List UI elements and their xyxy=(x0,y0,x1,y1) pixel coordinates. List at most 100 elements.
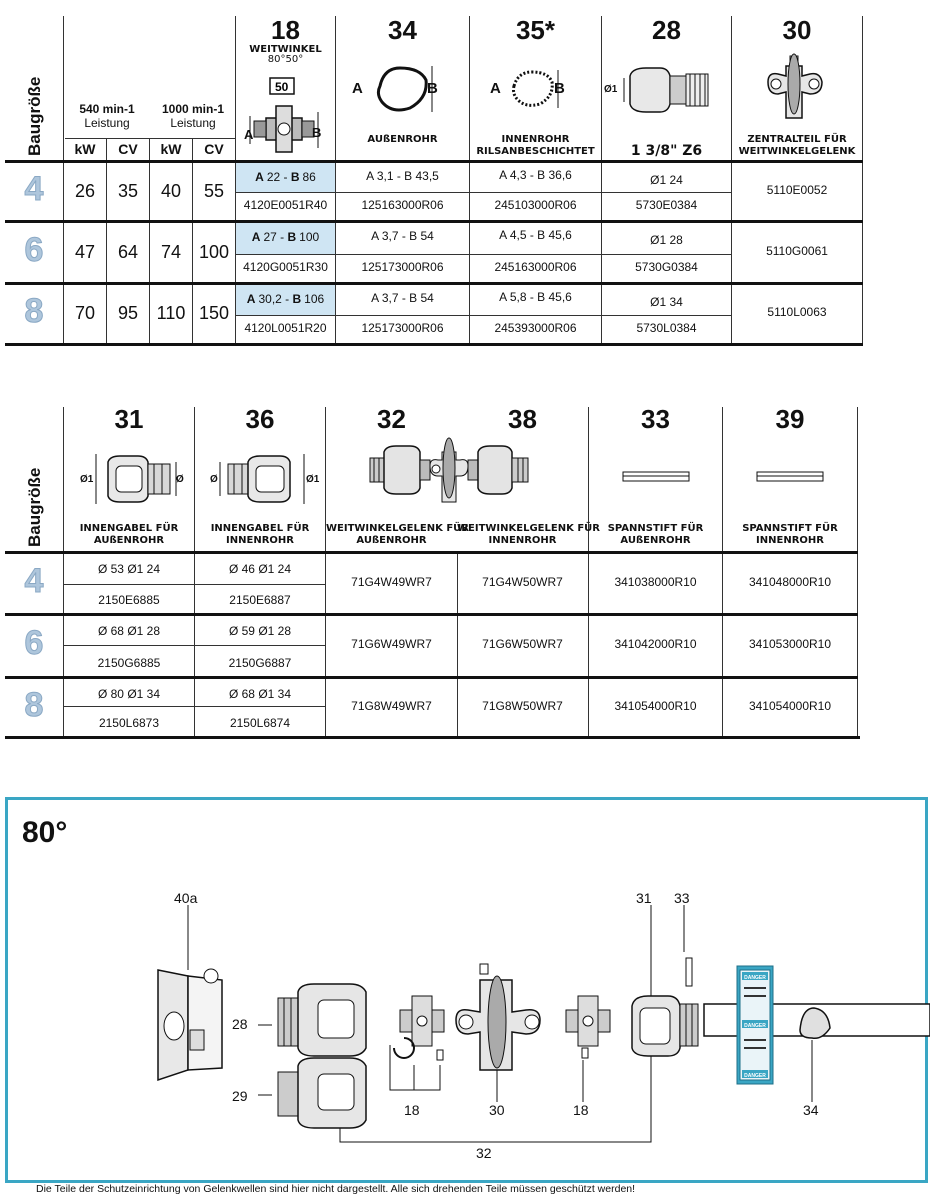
callout-29: 29 xyxy=(232,1088,248,1104)
dims-18-part: A xyxy=(255,170,264,184)
dims-18-part: 22 - xyxy=(266,170,291,184)
part-number-39: 341054000R10 xyxy=(748,698,832,713)
col-39-label-2: INNENROHR xyxy=(756,535,824,546)
col-28-phi: Ø1 xyxy=(604,84,618,95)
part-number-36: 2150E6887 xyxy=(229,593,291,607)
dims-18-part: B xyxy=(287,230,297,244)
part-number-36: 2150L6874 xyxy=(229,716,291,730)
col-18-number: 18 xyxy=(271,15,300,45)
cv-540-value: 95 xyxy=(117,303,139,323)
part-number-31: 2150L6873 xyxy=(98,716,160,730)
dims-31: Ø 53 Ø1 24 xyxy=(97,562,161,576)
baugroesse-label: Baugröße xyxy=(25,76,44,156)
col-30-number: 30 xyxy=(782,15,812,45)
dims-18-part: B xyxy=(290,170,300,184)
col-33-label-1: SPANNSTIFT FÜR xyxy=(607,523,704,534)
col-36-phi1: Ø1 xyxy=(306,474,320,485)
size-label: 8 xyxy=(24,685,44,724)
col-34-number: 34 xyxy=(388,15,417,45)
inner-tube-profile-icon xyxy=(512,70,559,108)
kw-1000-value: 110 xyxy=(156,303,186,323)
callout-18-left: 18 xyxy=(404,1102,420,1118)
dims-18-part: 27 - xyxy=(263,230,288,244)
col-31-label-2: AUßENROHR xyxy=(93,535,165,546)
part-number-18: 4120L0051R20 xyxy=(244,321,327,335)
kw-header-2: kW xyxy=(160,141,182,157)
col-36-label-1: INNENGABEL FÜR xyxy=(210,523,310,534)
dims-18-part: A xyxy=(251,230,261,244)
part-number-34: 125163000R06 xyxy=(361,198,444,212)
col-38-label-2: INNENROHR xyxy=(488,535,557,546)
callout-33: 33 xyxy=(674,890,690,906)
cv-1000-value: 150 xyxy=(198,303,230,323)
part-number-30: 5110E0052 xyxy=(766,182,828,197)
cv-540-value: 64 xyxy=(117,241,139,262)
svg-text:50: 50 xyxy=(275,80,289,94)
col-30-label-1: ZENTRALTEIL FÜR xyxy=(747,134,847,145)
yoke-icon xyxy=(623,67,709,113)
part-number-28: 5730E0384 xyxy=(635,198,698,212)
size-label: 4 xyxy=(24,561,44,600)
callout-30: 30 xyxy=(489,1102,505,1118)
dims-18-part: 106 xyxy=(304,292,325,306)
diagram-frame xyxy=(5,797,928,1180)
danger-text-1: DANGER xyxy=(744,975,766,981)
dims-34: A 3,7 - B 54 xyxy=(371,229,434,243)
col-34-letter-a: A xyxy=(352,80,363,97)
part-number-18: 4120G0051R30 xyxy=(243,260,328,274)
col-38-label-1: WEITWINKELGELENK FÜR xyxy=(457,523,600,534)
col-33-label-2: AUßENROHR xyxy=(620,535,691,546)
dims-35: A 4,3 - B 36,6 xyxy=(499,168,572,182)
inner-yoke-outer-tube-icon xyxy=(95,454,177,504)
part-number-36: 2150G6887 xyxy=(228,656,292,670)
part-number-30: 5110L0063 xyxy=(767,305,827,319)
kw-540-value: 70 xyxy=(74,303,96,323)
part-number-28: 5730G0384 xyxy=(635,260,698,274)
dims-18-part: 100 xyxy=(299,230,320,244)
part-number-35: 245103000R06 xyxy=(494,198,577,212)
col-18-letter-a: A xyxy=(244,127,254,142)
col-35-label-2: RILSANBESCHICHTET xyxy=(476,146,595,157)
dims-28: Ø1 28 xyxy=(650,233,683,247)
part-number-32: 71G4W49WR7 xyxy=(351,574,432,589)
col-35-letter-a: A xyxy=(490,80,501,97)
callout-34: 34 xyxy=(803,1102,819,1118)
callout-31: 31 xyxy=(636,890,652,906)
dims-31: Ø 80 Ø1 34 xyxy=(97,687,161,701)
col-38-number: 38 xyxy=(508,404,537,434)
callout-18-right: 18 xyxy=(573,1102,589,1118)
exploded-view-drawing: DANGER DANGER DANGER xyxy=(157,905,930,1143)
center-housing-icon xyxy=(767,53,823,119)
cv-540-value: 35 xyxy=(117,180,139,201)
col-35-letter-b: B xyxy=(554,80,565,97)
kw-1000-value: 74 xyxy=(160,241,182,262)
dims-18-part: A xyxy=(246,292,256,306)
dims-36: Ø 59 Ø1 28 xyxy=(228,624,292,638)
col-31-phi1: Ø1 xyxy=(80,474,94,485)
part-number-39: 341053000R10 xyxy=(748,637,832,651)
part-number-35: 245163000R06 xyxy=(494,260,577,274)
inner-yoke-inner-tube-icon xyxy=(219,454,305,504)
dims-18-part: 86 xyxy=(302,170,316,184)
dims-35: A 5,8 - B 45,6 xyxy=(499,290,572,304)
part-number-31: 2150G6885 xyxy=(97,656,161,670)
col-34-label: AUßENROHR xyxy=(367,134,438,145)
col-34-letter-b: B xyxy=(427,80,438,97)
col-32-label-1: WEITWINKELGELENK FÜR xyxy=(326,523,469,534)
part-number-32: 71G6W49WR7 xyxy=(351,637,432,651)
baugroesse-label-2: Baugröße xyxy=(25,467,44,547)
cv-1000-value: 55 xyxy=(203,180,225,201)
spring-pin-icon-1 xyxy=(622,471,690,482)
footer-note: Die Teile der Schutzeinrichtung von Gele… xyxy=(36,1183,636,1195)
kw-1000-value: 40 xyxy=(160,180,182,201)
kw-540-value: 47 xyxy=(74,241,96,262)
col-39-label-1: SPANNSTIFT FÜR xyxy=(742,523,838,534)
dims-35: A 4,5 - B 45,6 xyxy=(499,228,572,242)
col-31-label-1: INNENGABEL FÜR xyxy=(79,523,179,534)
wide-angle-joint-icon xyxy=(369,437,529,503)
part-number-34: 125173000R06 xyxy=(361,260,444,274)
